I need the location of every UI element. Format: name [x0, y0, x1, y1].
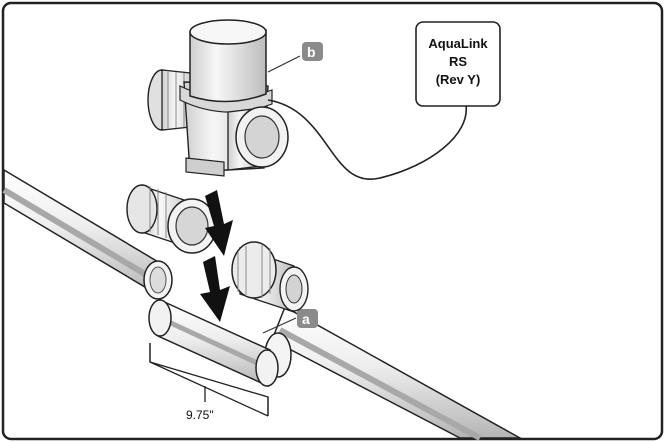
down-arrow-upper [205, 190, 233, 256]
control-cable [267, 99, 467, 181]
left-pipe [2, 168, 173, 300]
svg-text:b: b [307, 44, 316, 60]
callout-a-badge: a [297, 309, 318, 328]
callout-b-badge: b [302, 42, 323, 61]
callout-b-leader [267, 55, 301, 73]
dimension-bracket [149, 343, 269, 417]
union-fitting-lower [231, 241, 309, 313]
dimension-label: 9.75" [186, 408, 214, 422]
middle-pipe-section [148, 298, 279, 388]
union-fitting-upper [126, 184, 217, 254]
controller-line-1: AquaLink [428, 36, 488, 51]
callout-a-leader [262, 317, 297, 334]
aqualink-controller-box: AquaLink RS (Rev Y) [415, 21, 501, 107]
svg-text:a: a [302, 311, 310, 327]
controller-line-2: RS [449, 54, 467, 69]
valve-actuator [147, 19, 289, 177]
controller-line-3: (Rev Y) [436, 72, 481, 87]
down-arrow-lower [200, 256, 230, 322]
